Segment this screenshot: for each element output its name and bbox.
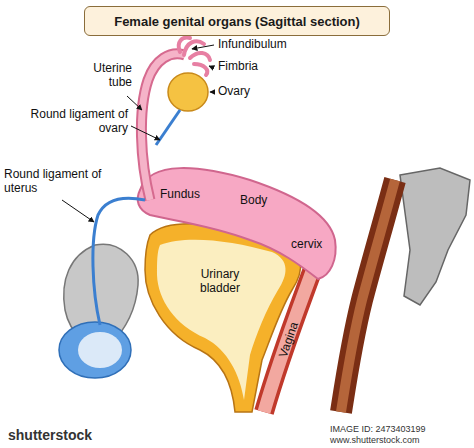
watermark: IMAGE ID: 2473403199 (330, 424, 426, 434)
watermark: shutterstock (8, 427, 92, 443)
uterus (138, 168, 336, 279)
vagina-lumen (264, 266, 314, 412)
pubic-fat-inner (78, 332, 122, 368)
title-text: Female genital organs (Sagittal section) (114, 14, 360, 29)
footer-strip (0, 424, 474, 448)
rectum (341, 180, 395, 412)
pubic-fat (59, 322, 131, 378)
part-label: Fimbria (218, 60, 258, 74)
part-label: Fundus (160, 188, 200, 202)
part-label: Ovary (218, 85, 250, 99)
fimbriae (179, 38, 210, 75)
part-label: Round ligament of uterus (4, 168, 104, 196)
leader-lines (62, 45, 214, 222)
vagina (264, 266, 314, 412)
part-label: Urinary bladder (180, 268, 260, 296)
part-label: Infundibulum (218, 38, 287, 52)
title-box: Female genital organs (Sagittal section) (84, 6, 390, 36)
part-label: Body (240, 194, 267, 208)
ovary (168, 73, 208, 111)
part-label: cervix (291, 238, 322, 252)
watermark: www.shutterstock.com (330, 435, 420, 445)
part-label: Round ligament of ovary (28, 108, 128, 136)
round-ligament-uterus (93, 198, 145, 325)
sacrum (400, 168, 470, 305)
rectum-lumen (341, 180, 395, 412)
part-label: Uterine tube (78, 62, 132, 90)
